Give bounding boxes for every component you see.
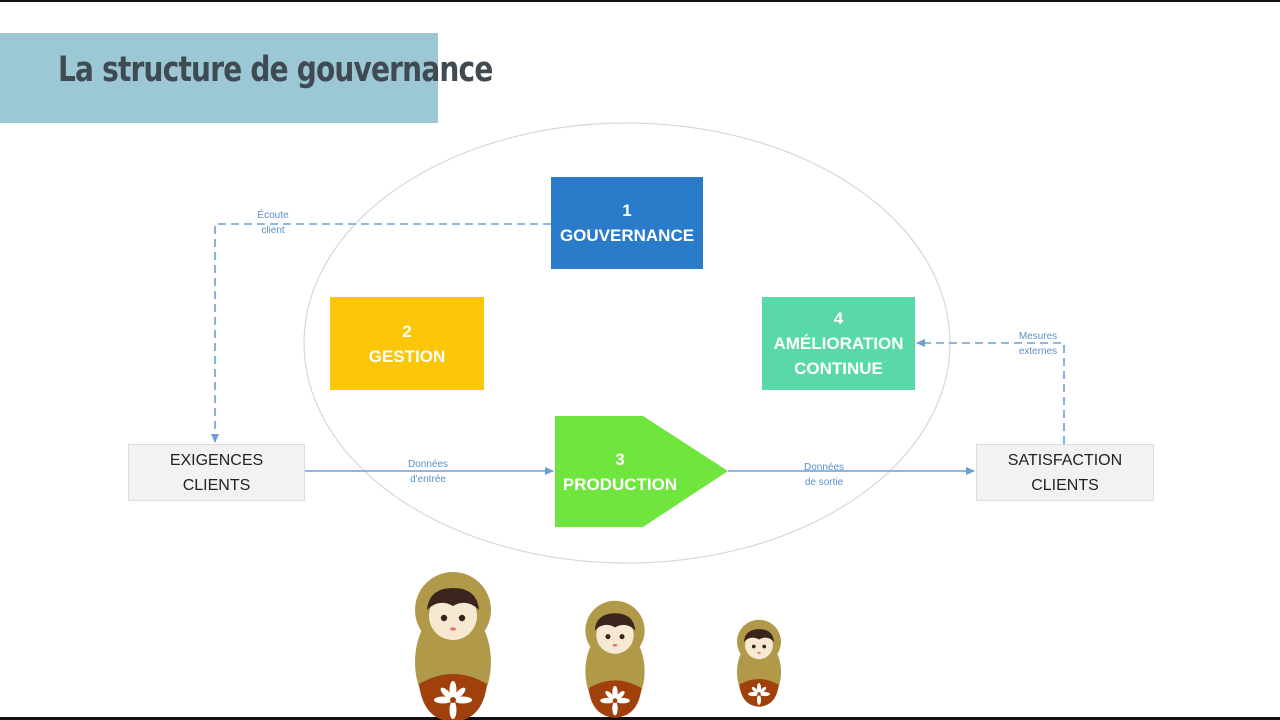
gouvernance-number: 1 — [622, 201, 632, 220]
production-shape — [555, 416, 728, 527]
exigences-line2: CLIENTS — [182, 476, 251, 494]
gouvernance-box: 1 GOUVERNANCE — [551, 177, 703, 269]
satisfaction-line2: CLIENTS — [1031, 476, 1099, 494]
ecoute-client-arrow — [211, 223, 551, 443]
production-box: 3 PRODUCTION — [555, 416, 685, 527]
gouvernance-label: GOUVERNANCE — [559, 226, 695, 245]
amelioration-label-line1: AMÉLIORATION — [773, 334, 904, 353]
external-measures-arrow — [916, 339, 1065, 444]
slide-title: La structure de gouvernance — [58, 50, 493, 90]
gestion-label: GESTION — [368, 346, 446, 366]
amelioration-number: 4 — [833, 309, 844, 328]
amelioration-label-line2: CONTINUE — [794, 359, 883, 378]
top-frame-line — [0, 0, 1280, 2]
exigences-line1: EXIGENCES — [169, 451, 264, 469]
bottom-frame-line — [0, 717, 1280, 720]
title-band — [0, 33, 438, 123]
production-number: 3 — [615, 449, 625, 469]
amelioration-box: 4 AMÉLIORATION CONTINUE — [762, 297, 915, 390]
production-label: PRODUCTION — [562, 474, 678, 494]
matryoshka-dolls-icon — [415, 572, 782, 720]
gestion-number: 2 — [402, 321, 412, 341]
satisfaction-line1: SATISFACTION — [1007, 451, 1123, 469]
exigences-clients-box: EXIGENCES CLIENTS — [128, 444, 305, 501]
gestion-box: 2 GESTION — [330, 297, 484, 390]
satisfaction-clients-box: SATISFACTION CLIENTS — [976, 444, 1154, 501]
